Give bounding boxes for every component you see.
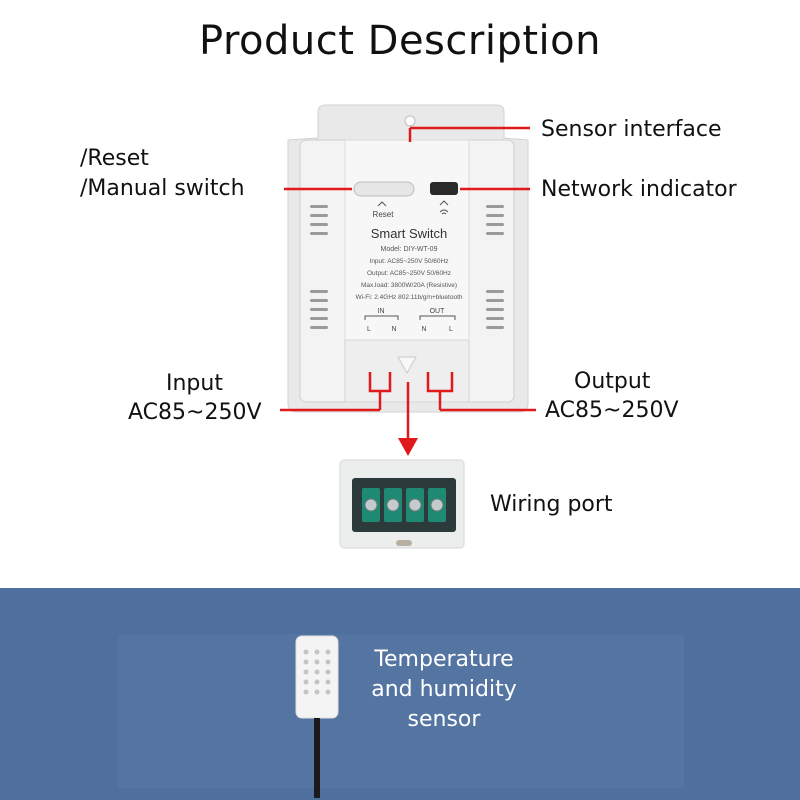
port-tab bbox=[396, 540, 412, 546]
device-out-n: N bbox=[421, 326, 426, 333]
sensor-label: Temperature and humidity sensor bbox=[334, 645, 554, 735]
screw-heads bbox=[364, 498, 444, 512]
device-output-spec: Output: AC85~250V 50/60Hz bbox=[367, 270, 451, 277]
callout-lines bbox=[280, 126, 536, 440]
manual-switch-label: /Manual switch bbox=[80, 176, 245, 201]
down-arrow-icon bbox=[398, 438, 418, 456]
device-max-load: Max.load: 3800W/20A (Resistive) bbox=[361, 282, 457, 289]
in-bracket bbox=[364, 315, 399, 320]
wifi-icon bbox=[439, 209, 449, 215]
output-title: Output bbox=[574, 369, 651, 394]
device-name: Smart Switch bbox=[371, 226, 448, 241]
device-in-label: IN bbox=[378, 308, 385, 315]
indicator-arrow-icon bbox=[439, 200, 449, 206]
network-indicator-led bbox=[430, 182, 458, 195]
device-out-l: L bbox=[449, 326, 453, 333]
reset-arrow-icon bbox=[377, 201, 387, 207]
device-model: Model: DIY-WT-09 bbox=[381, 246, 438, 253]
left-vents bbox=[310, 205, 328, 329]
sensor-label-line1: Temperature bbox=[374, 647, 514, 672]
device-in-n: N bbox=[391, 326, 396, 333]
device-out-label: OUT bbox=[430, 308, 446, 315]
sensor-panel-inner bbox=[118, 634, 684, 788]
mounting-hole-top bbox=[404, 115, 416, 127]
sensor-interface-label: Sensor interface bbox=[541, 117, 722, 142]
page-title: Product Description bbox=[199, 18, 601, 64]
out-bracket bbox=[419, 315, 456, 320]
input-title: Input bbox=[166, 371, 223, 396]
network-indicator-label: Network indicator bbox=[541, 177, 737, 202]
reset-label: /Reset bbox=[80, 146, 149, 171]
sensor-vent-dots bbox=[303, 649, 331, 695]
device-reset-label: Reset bbox=[373, 210, 395, 219]
right-vents bbox=[486, 205, 504, 329]
sensor-label-line2: and humidity bbox=[371, 677, 517, 702]
sensor-illustration bbox=[295, 635, 339, 798]
device-input-spec: Input: AC85~250V 50/60Hz bbox=[370, 258, 449, 265]
output-voltage: AC85~250V bbox=[545, 398, 679, 423]
reset-button bbox=[353, 181, 415, 197]
wiring-port-label: Wiring port bbox=[490, 492, 613, 517]
device-wifi: Wi-Fi: 2.4GHz 802.11b/g/n+bluetooth bbox=[355, 294, 462, 301]
device-in-l: L bbox=[367, 326, 371, 333]
sensor-cable bbox=[314, 718, 320, 798]
terminal-cover-arrow-icon bbox=[397, 356, 417, 375]
device-label-text: Reset Smart Switch Model: DIY-WT-09 Inpu… bbox=[355, 210, 462, 333]
sensor-label-line3: sensor bbox=[407, 707, 481, 732]
sensor-body bbox=[295, 635, 339, 719]
input-voltage: AC85~250V bbox=[128, 400, 262, 425]
